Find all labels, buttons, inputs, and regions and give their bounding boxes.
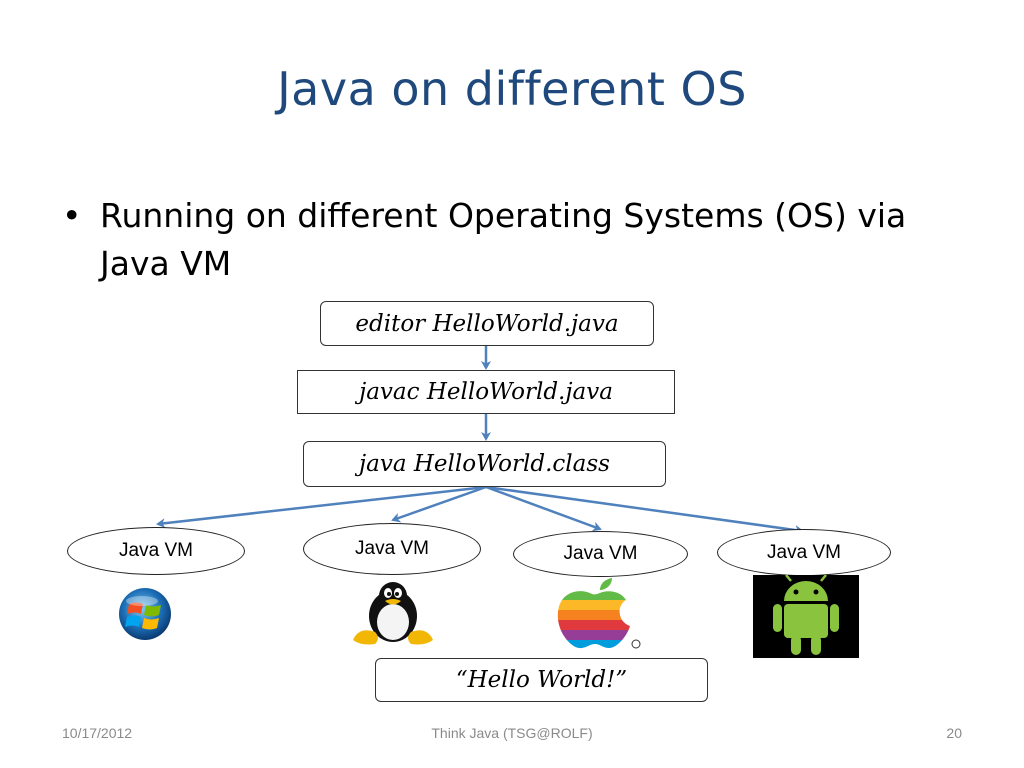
arrow-to-vm-mac [485, 485, 602, 532]
apple-logo-icon [557, 578, 641, 649]
java-step-box: java HelloWorld.class [303, 441, 666, 487]
vm-android-label: Java VM [767, 541, 841, 563]
bullet-dot: • [62, 196, 82, 235]
footer-date: 10/17/2012 [62, 725, 133, 741]
javac-step-box: javac HelloWorld.java [297, 370, 675, 414]
footer-page-number: 20 [946, 725, 962, 741]
editor-step-label: editor HelloWorld.java [355, 310, 619, 337]
vm-android: Java VM [717, 529, 891, 576]
vm-mac-label: Java VM [563, 543, 638, 564]
bullet-text: Running on different Operating Systems (… [100, 196, 907, 283]
android-logo-icon [753, 575, 859, 658]
vm-windows: Java VM [67, 527, 245, 575]
editor-step-box: editor HelloWorld.java [320, 301, 654, 346]
windows-logo-icon [119, 588, 171, 640]
arrow-to-vm-windows [156, 485, 487, 529]
vm-windows-label: Java VM [119, 540, 193, 561]
output-label: “Hello World!” [455, 667, 628, 693]
vm-mac: Java VM [513, 531, 688, 577]
java-step-label: java HelloWorld.class [359, 451, 610, 477]
arrow-to-vm-android [485, 485, 804, 535]
vm-linux: Java VM [303, 523, 481, 575]
footer-center: Think Java (TSG@ROLF) [431, 725, 593, 741]
slide-title: Java on different OS [277, 62, 747, 116]
vm-linux-label: Java VM [355, 538, 429, 559]
output-box: “Hello World!” [375, 658, 708, 702]
arrow-to-vm-linux [391, 485, 487, 523]
bullet-list: • Running on different Operating Systems… [62, 192, 962, 288]
javac-step-label: javac HelloWorld.java [359, 379, 613, 405]
linux-tux-icon [353, 582, 433, 645]
